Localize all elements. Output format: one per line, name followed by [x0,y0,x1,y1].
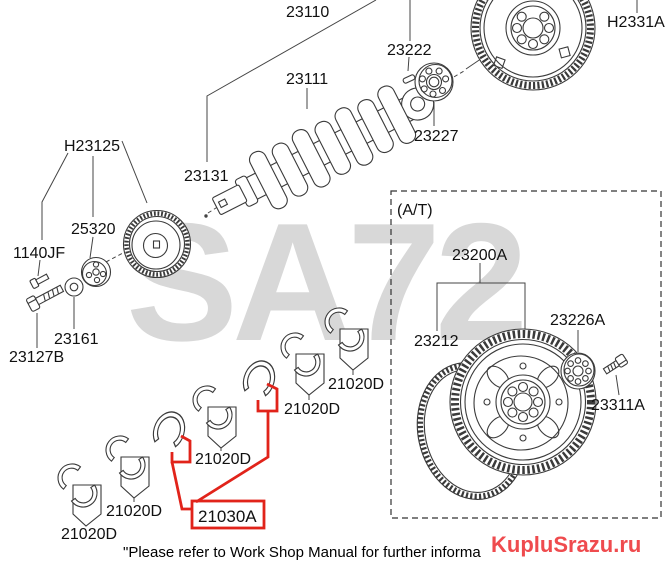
bearing-drawing [54,461,101,526]
bearing-drawing [189,383,236,448]
part-label-23212: 23212 [414,333,459,350]
small-bolt-drawing [29,273,50,289]
part-label-23111: 23111 [286,71,328,88]
drive-plate-drawing [449,328,597,476]
washer-drawing [64,277,84,297]
at-group-label: (A/T) [397,202,433,219]
part-label-21020D: 21020D [61,526,117,543]
part-label-H23125: H23125 [64,138,120,155]
flywheel-drawing [470,0,596,91]
part-label-25320: 25320 [71,221,116,238]
friction-plate-drawing [80,256,112,288]
bearing-drawing [102,433,149,498]
site-logo: KupluSrazu.ru [491,532,641,557]
part-label-21030A: 21030A [198,507,257,526]
part-labels: 23110 23111 23222 23227 H2331A H23125 23… [9,4,665,543]
leader-lines [36,0,638,502]
at-group-box [390,190,662,519]
part-label-H2331A: H2331A [607,14,665,31]
part-label-23222: 23222 [387,42,432,59]
footnote-text: "Please refer to Work Shop Manual for fu… [123,544,481,561]
bolt-drawing [26,284,65,312]
at-bolt-drawing [602,353,628,375]
part-label-23161: 23161 [54,331,99,348]
highlight-box [190,499,266,530]
part-label-23227: 23227 [414,128,459,145]
part-label-23226A: 23226A [550,312,605,329]
part-label-23311A: 23311A [591,397,645,414]
part-label-21020D: 21020D [195,451,251,468]
pulley-drawing [122,209,192,279]
watermark-text: SA72 [126,188,522,376]
dowel-pin-drawing [402,74,416,84]
part-label-23200A: 23200A [452,247,507,264]
part-label-23127B: 23127B [9,349,64,366]
thrust-washer-drawing [149,406,191,451]
part-label-21020D: 21020D [284,401,340,418]
part-label-23131: 23131 [184,168,229,185]
part-label-23110: 23110 [286,4,329,21]
crank-plate-drawing [414,62,454,102]
part-label-21020D: 21020D [106,503,162,520]
crankshaft-drawing [212,85,435,215]
adapter-plate-drawing [560,352,596,390]
part-label-21020D: 21020D [328,376,384,393]
highlight-callout [170,382,279,530]
part-label-1140JF: 1140JF [13,245,65,262]
